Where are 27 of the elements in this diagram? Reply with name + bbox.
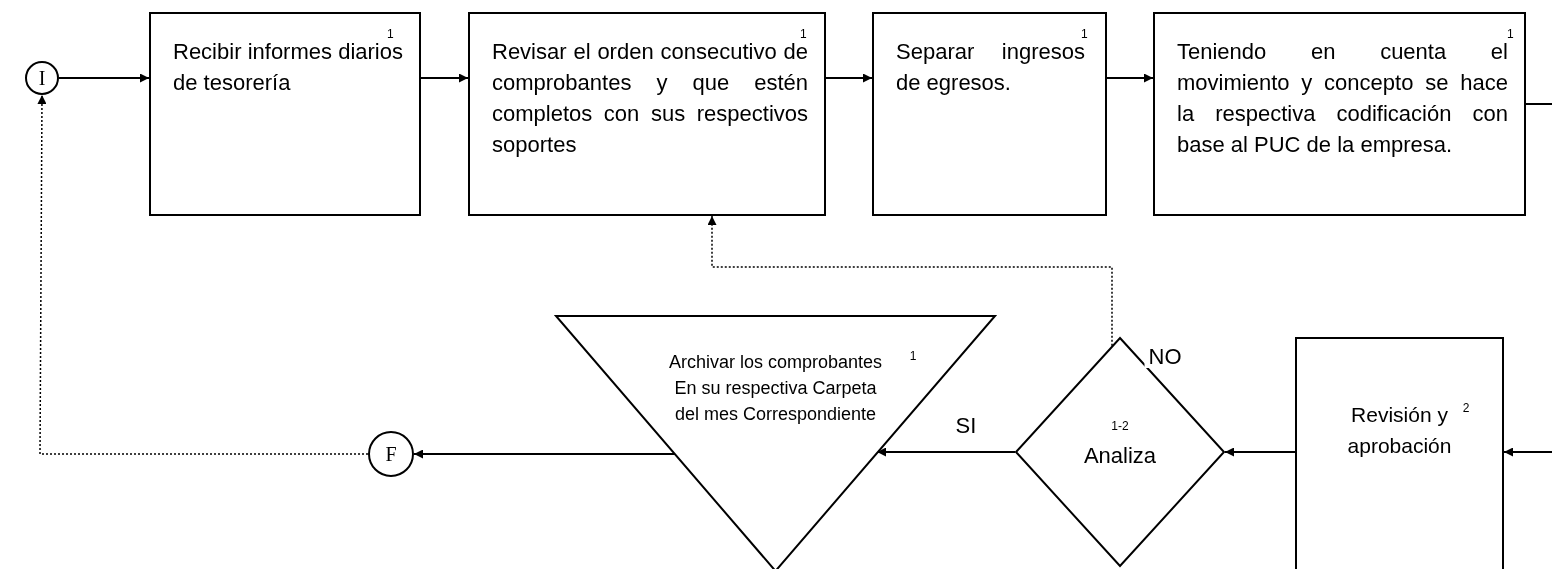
process-box: [468, 12, 826, 216]
process-box: [872, 12, 1107, 216]
reference-number: 1: [1081, 28, 1088, 40]
arrow: [420, 73, 469, 83]
process-box: [1295, 337, 1504, 569]
reference-number: 2: [1462, 400, 1470, 417]
process-box: [1153, 12, 1526, 216]
arrow: [1503, 447, 1552, 457]
reference-number: 1: [1507, 28, 1514, 40]
arrow: [876, 447, 1016, 457]
process-text: Archivar los comprobantes En su respectiva Carpeta del mes Correspondiente: [668, 352, 883, 424]
process-box: [149, 12, 421, 216]
process-text: Recibir informes diarios de tesorería: [173, 38, 404, 97]
arrow: [825, 73, 873, 83]
arrow: [1224, 447, 1296, 457]
arrow: [58, 73, 150, 83]
reference-number: 1: [909, 348, 917, 365]
reference-number: 1: [800, 28, 807, 40]
process-text: Teniendo en cuenta el movimiento y concepto se hace la respectiva codificación con base al PUC de la empresa.: [1177, 38, 1509, 159]
decision-text: Analiza: [1083, 441, 1157, 470]
process-text: Separar ingresos de egresos.: [896, 38, 1086, 97]
process-text: Revisar el orden consecutivo de comprobantes y que estén completos con sus respectivos soportes: [492, 38, 809, 159]
arrow: [37, 94, 369, 455]
arrow: [1106, 73, 1154, 83]
reference-number: 1: [387, 28, 394, 40]
reference-number: 1-2: [1111, 417, 1129, 435]
process-text: Revisión y aprobación: [1347, 403, 1452, 457]
